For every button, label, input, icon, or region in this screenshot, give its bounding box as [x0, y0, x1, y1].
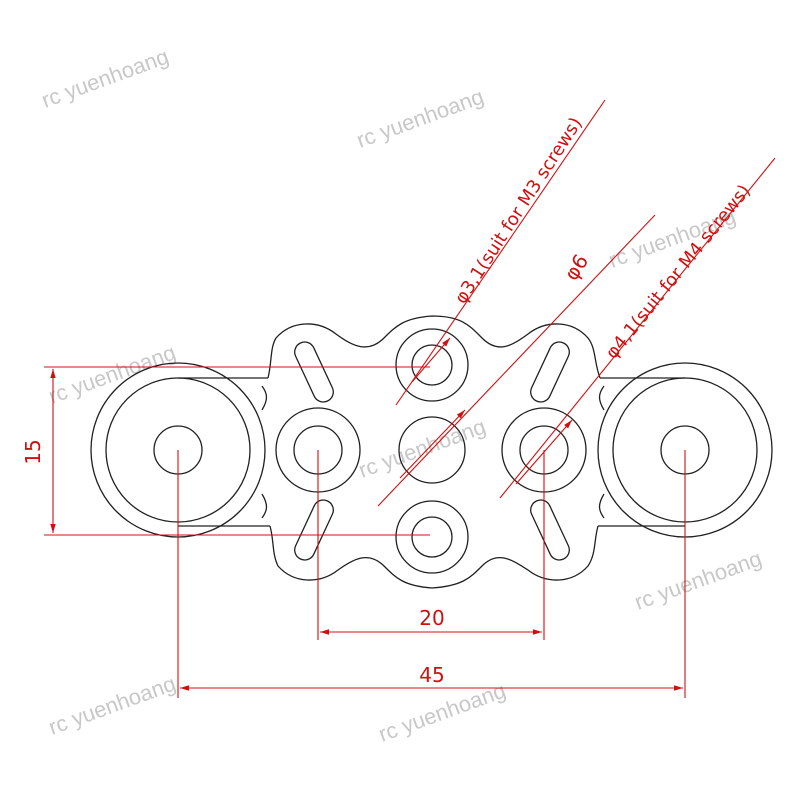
holes: [90, 328, 773, 574]
leader-m4: [499, 157, 776, 499]
slot: [294, 341, 334, 403]
watermark: rc yuenhoang: [353, 84, 487, 153]
callout-m3-label: φ3,1(suit for M3 screws): [451, 114, 587, 308]
dimensions: [44, 99, 776, 698]
callout-center-label: φ6: [559, 250, 593, 285]
dim-inner-spacing-label: 20: [419, 606, 444, 630]
watermark: rc yuenhoang: [631, 546, 765, 615]
center-hole: [398, 416, 466, 484]
callout-m4-label: φ4,1(suit for M4 screws): [602, 181, 755, 363]
dim-outer-spacing-label: 45: [419, 663, 444, 687]
part-outline: [178, 315, 685, 589]
m3-boss-top: [395, 328, 469, 402]
m3-boss-bottom: [395, 500, 469, 574]
slot: [530, 341, 570, 403]
slot: [294, 499, 334, 561]
m3-hole-bottom: [411, 516, 453, 558]
dim-height-label: 15: [21, 439, 45, 464]
leader-m3: [395, 99, 606, 406]
m3-hole-top: [411, 344, 453, 386]
slot: [530, 499, 570, 561]
watermark: rc yuenhoang: [38, 44, 172, 113]
leader-center: [377, 214, 656, 507]
watermark: rc yuenhoang: [45, 671, 179, 740]
watermark: rc yuenhoang: [45, 340, 179, 409]
watermark: rc yuenhoang: [355, 414, 489, 483]
watermarks: rc yuenhoang rc yuenhoang rc yuenhoang r…: [38, 44, 765, 747]
